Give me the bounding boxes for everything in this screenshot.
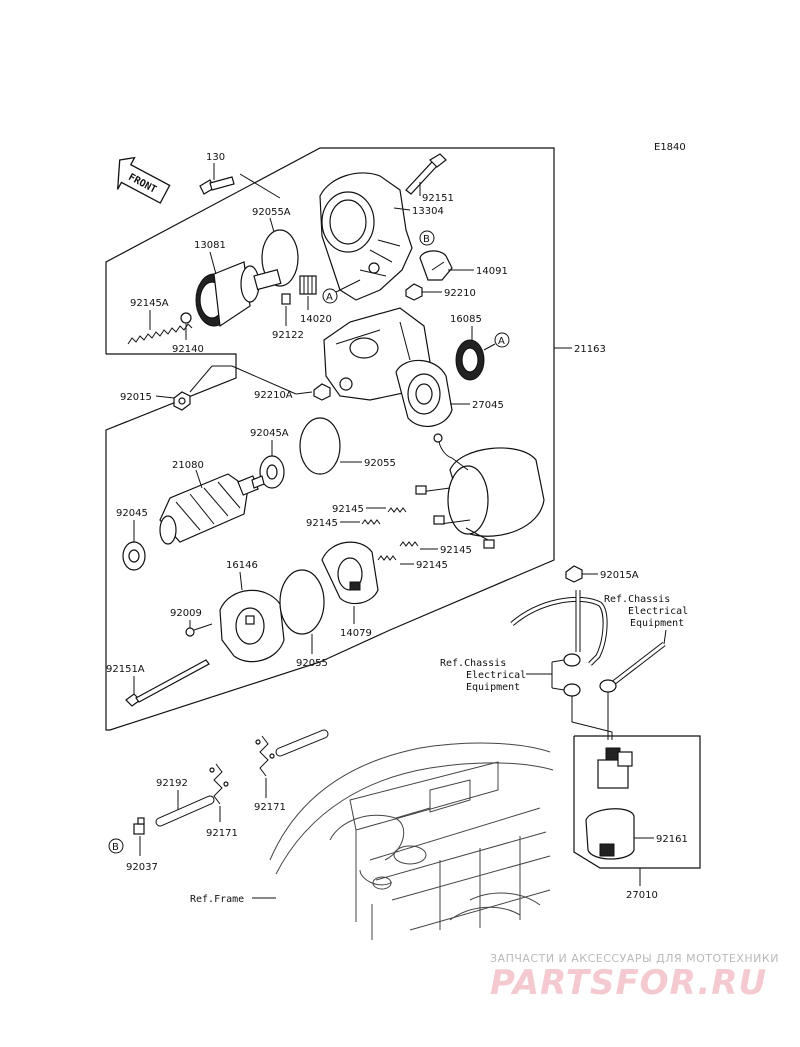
nut-92015 [173,391,191,411]
watermark-tagline: ЗАПЧАСТИ И АКСЕССУАРЫ ДЛЯ МОТОТЕХНИКИ [490,952,779,965]
ball-92140 [180,312,192,324]
nut-92210 [405,283,423,301]
part-label-92009: 92009 [170,608,202,619]
key-92122 [281,293,291,305]
armature-21080 [159,473,265,545]
watermark-brand: PARTSFOR.RU [490,963,767,1003]
callout-a-right-label: A [498,336,505,347]
o-ring-92055-upper [299,417,341,475]
clamp-92171-right [255,735,275,777]
part-label-27010: 27010 [626,890,658,901]
part-label-92210: 92210 [444,288,476,299]
part-label-14091: 14091 [476,266,508,277]
part-label-14020: 14020 [300,314,332,325]
part-label-21080: 21080 [172,460,204,471]
ref-chassis-right-line1: Ref.Chassis [604,594,670,605]
callout-b-top-label: B [423,234,430,245]
ref-chassis-right-line3: Equipment [630,618,684,629]
part-label-92210A: 92210A [254,390,293,401]
part-label-92037: 92037 [126,862,158,873]
frame-reference-drawing [269,742,554,940]
gear-housing-13304 [319,172,413,301]
spring-92145A [127,323,193,345]
ref-chassis-left-line3: Equipment [466,682,520,693]
idler-gear-16085 [455,339,485,381]
part-label-92145-3: 92145 [440,545,472,556]
part-label-27045: 27045 [472,400,504,411]
part-label-92151: 92151 [422,193,454,204]
part-label-14079: 14079 [340,628,372,639]
part-label-16146: 16146 [226,560,258,571]
ref-frame: Ref.Frame [190,894,244,905]
part-label-92171-right: 92171 [254,802,286,813]
ref-chassis-left-line1: Ref.Chassis [440,658,506,669]
part-label-92192: 92192 [156,778,188,789]
part-label-130: 130 [206,152,225,163]
long-bolt-92151A [125,659,210,707]
part-label-92015A: 92015A [600,570,639,581]
part-label-92055-upper: 92055 [364,458,396,469]
part-label-16085: 16085 [450,314,482,325]
spring-92145-1 [387,507,407,513]
cover-14091 [419,250,453,281]
part-label-13304: 13304 [412,206,444,217]
rear-cover-16146 [219,589,285,663]
ref-chassis-right-line2: Electrical [628,606,688,617]
part-label-92045A: 92045A [250,428,289,439]
starter-cable-assembly [510,590,666,740]
protector-tube [155,729,329,827]
front-arrow-icon: FRONT [117,156,171,204]
part-label-92145-1: 92145 [332,504,364,515]
clip-92037 [133,817,145,835]
bolt-92151 [405,153,447,195]
spring-92145-3 [399,541,419,547]
callout-b-top [419,230,435,246]
part-label-21163: 21163 [574,344,606,355]
part-label-92145-4: 92145 [416,560,448,571]
spacer-14020 [299,275,317,295]
diagram-code: E1840 [654,142,686,153]
spring-92145-2 [361,519,381,525]
part-label-92045: 92045 [116,508,148,519]
end-frame-27045 [395,359,453,427]
yoke-housing [415,433,545,549]
brush-holder-14079 [321,541,379,605]
callout-a-right [494,332,510,348]
bearing-92045A [259,455,285,489]
part-label-92151A: 92151A [106,664,145,675]
spring-92145-4 [377,555,397,561]
pinion-gear-13081 [195,261,282,328]
starter-relay-92161 [585,747,635,860]
relay-assembly-outline [573,735,701,869]
part-label-92171-left: 92171 [206,828,238,839]
part-label-13081: 13081 [194,240,226,251]
callout-a-left [322,288,338,304]
part-label-92055A: 92055A [252,207,291,218]
o-ring-92055-lower [279,569,325,635]
part-label-92122: 92122 [272,330,304,341]
bearing-92045 [122,541,146,571]
part-label-92015: 92015 [120,392,152,403]
clamp-92171-left [209,763,229,805]
nut-92210A [313,383,331,401]
part-label-92140: 92140 [172,344,204,355]
ref-chassis-left-line2: Electrical [466,670,526,681]
part-label-92161: 92161 [656,834,688,845]
nut-92015A [565,565,583,583]
callout-b-bottom-label: B [112,842,119,853]
part-label-92055-lower: 92055 [296,658,328,669]
bolt-130 [199,176,235,195]
callout-b-bottom [108,838,124,854]
callout-a-left-label: A [326,292,333,303]
starter-assembly-outline [105,147,555,731]
part-label-92145-2: 92145 [306,518,338,529]
part-label-92145A: 92145A [130,298,169,309]
